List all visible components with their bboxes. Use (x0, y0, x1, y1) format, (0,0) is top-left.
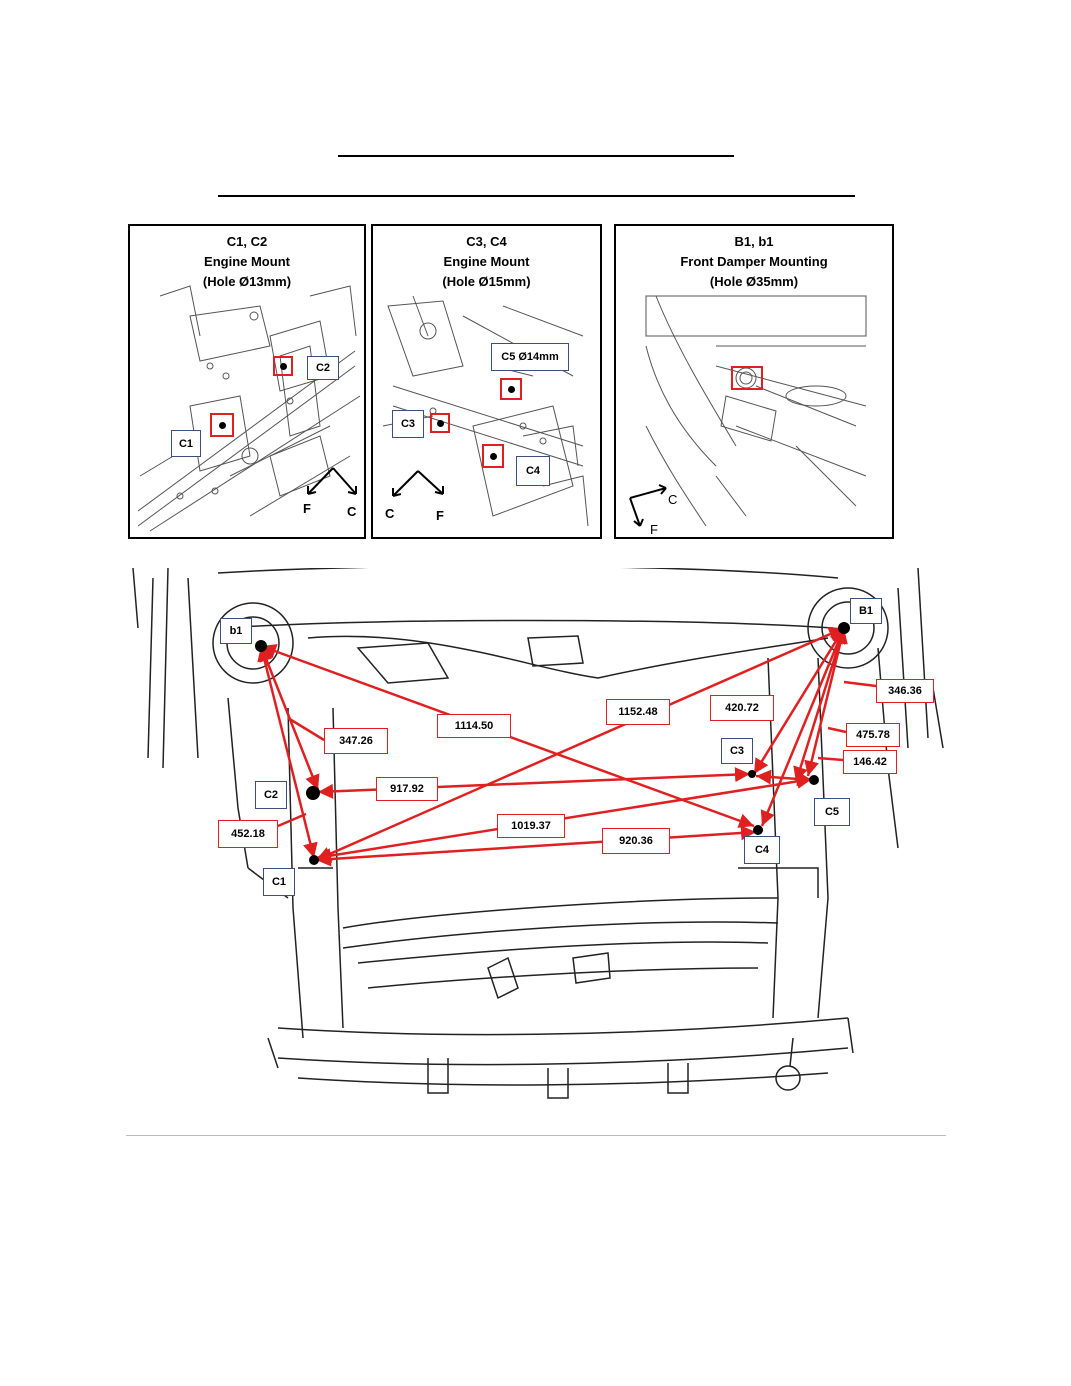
point-label-c3: C3 (392, 410, 424, 438)
point-label-c2: C2 (255, 781, 287, 809)
measure-label-1152: 1152.48 (606, 699, 670, 725)
c5-hole-highlight (500, 378, 522, 400)
measure-label-1114: 1114.50 (437, 714, 511, 738)
point-label-c5: C5 (814, 798, 850, 826)
point-label-c5: C5 Ø14mm (491, 343, 569, 371)
b1-hole-highlight (731, 366, 763, 390)
point-label-c1: C1 (171, 430, 201, 457)
point-label-b1: b1 (220, 618, 252, 644)
panel-b1-drawing (645, 295, 867, 527)
heading-rule-1 (338, 155, 734, 157)
panel-c1-c2: C1, C2 Engine Mount (Hole Ø13mm) C2 C1 F… (128, 224, 366, 539)
front-subframe-diagram: b1 B1 C2 C1 C3 C5 C4 1114.50 1152.48 347… (128, 568, 946, 1100)
direction-label-c: C (347, 504, 357, 519)
measure-label-146: 146.42 (843, 750, 897, 774)
panel-c3-c4: C3, C4 Engine Mount (Hole Ø15mm) C5 Ø14m… (371, 224, 602, 539)
measure-label-920: 920.36 (602, 828, 670, 854)
c1-hole-highlight (210, 413, 234, 437)
direction-label-f: F (303, 501, 311, 516)
point-label-c4: C4 (744, 836, 780, 864)
panel-c1-c2-title: C1, C2 Engine Mount (Hole Ø13mm) (130, 232, 364, 292)
measure-label-347: 347.26 (324, 728, 388, 754)
direction-label-c: C (385, 506, 395, 521)
c4-hole-highlight (482, 444, 504, 468)
panel-title-line: C1, C2 (226, 234, 268, 249)
panel-title-line: Front Damper Mounting (680, 254, 828, 269)
panel-title-line: (Hole Ø35mm) (709, 274, 799, 289)
measure-label-917: 917.92 (376, 777, 438, 801)
panel-title-line: B1, b1 (734, 234, 774, 249)
direction-label-f: F (650, 522, 658, 537)
direction-label-c: C (668, 492, 678, 507)
panel-b1: B1, b1 Front Damper Mounting (Hole Ø35mm… (614, 224, 894, 539)
measure-label-452: 452.18 (218, 820, 278, 848)
c3-hole-highlight (430, 413, 450, 433)
measure-label-420: 420.72 (710, 695, 774, 721)
point-label-c3: C3 (721, 738, 753, 764)
point-label-B1: B1 (850, 598, 882, 624)
panel-title-line: C3, C4 (466, 234, 507, 249)
panel-c3-c4-title: C3, C4 Engine Mount (Hole Ø15mm) (373, 232, 600, 292)
panel-b1-title: B1, b1 Front Damper Mounting (Hole Ø35mm… (616, 232, 892, 292)
panel-title-line: (Hole Ø15mm) (442, 274, 531, 289)
c2-hole-highlight (273, 356, 293, 376)
footer-rule (126, 1135, 946, 1136)
heading-rule-2 (218, 195, 855, 197)
measure-label-346: 346.36 (876, 679, 934, 703)
panel-title-line: (Hole Ø13mm) (202, 274, 292, 289)
measure-label-475: 475.78 (846, 723, 900, 747)
point-label-c2: C2 (307, 356, 339, 380)
point-label-c1: C1 (263, 868, 295, 896)
panel-title-line: Engine Mount (204, 254, 290, 269)
measure-label-1019: 1019.37 (497, 814, 565, 838)
point-label-c4: C4 (516, 456, 550, 486)
direction-label-f: F (436, 508, 444, 523)
panel-title-line: Engine Mount (443, 254, 530, 269)
